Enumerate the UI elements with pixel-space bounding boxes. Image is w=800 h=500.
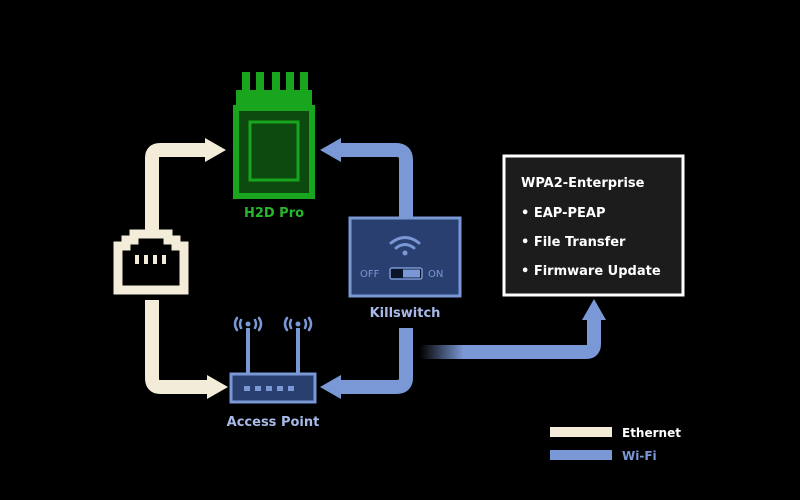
killswitch-on-label: ON bbox=[428, 269, 443, 280]
legend: Ethernet Wi-Fi bbox=[550, 426, 681, 463]
wifi-link-to-access-point bbox=[320, 328, 413, 399]
arrowhead-icon bbox=[320, 375, 341, 399]
wifi-link-to-h2d bbox=[320, 138, 413, 218]
arrowhead-icon bbox=[205, 138, 226, 162]
legend-label: Ethernet bbox=[622, 426, 681, 440]
h2d-pro-device-icon bbox=[233, 72, 315, 199]
info-box-item: • EAP-PEAP bbox=[521, 206, 605, 221]
ethernet-link-to-access-point bbox=[145, 300, 228, 399]
h2d-pro-label: H2D Pro bbox=[244, 206, 304, 221]
killswitch-device: OFF ON bbox=[348, 216, 462, 298]
toggle-knob bbox=[403, 269, 420, 278]
killswitch-label: Killswitch bbox=[370, 306, 441, 321]
killswitch-off-label: OFF bbox=[360, 269, 380, 280]
info-box-title: WPA2-Enterprise bbox=[521, 176, 645, 191]
wifi-icon bbox=[389, 236, 421, 256]
antenna-signal-icon bbox=[233, 316, 263, 332]
ethernet-link-to-h2d bbox=[145, 138, 226, 236]
access-point-label: Access Point bbox=[227, 415, 320, 430]
arrowhead-icon bbox=[207, 375, 228, 399]
info-box: WPA2-Enterprise • EAP-PEAP • File Transf… bbox=[502, 154, 685, 297]
legend-swatch bbox=[550, 427, 612, 437]
arrowhead-icon bbox=[582, 299, 606, 320]
legend-item-ethernet: Ethernet bbox=[550, 426, 681, 440]
killswitch-toggle[interactable] bbox=[389, 267, 423, 280]
legend-item-wifi: Wi-Fi bbox=[550, 449, 657, 463]
info-box-item: • File Transfer bbox=[521, 235, 626, 250]
info-box-item: • Firmware Update bbox=[521, 264, 661, 279]
arrowhead-icon bbox=[320, 138, 341, 162]
legend-label: Wi-Fi bbox=[622, 449, 657, 463]
wifi-link-to-info-box bbox=[420, 299, 606, 359]
ethernet-port-icon bbox=[113, 229, 189, 295]
antenna-signal-icon bbox=[283, 316, 313, 332]
access-point-device-icon bbox=[229, 316, 317, 404]
legend-swatch bbox=[550, 450, 612, 460]
